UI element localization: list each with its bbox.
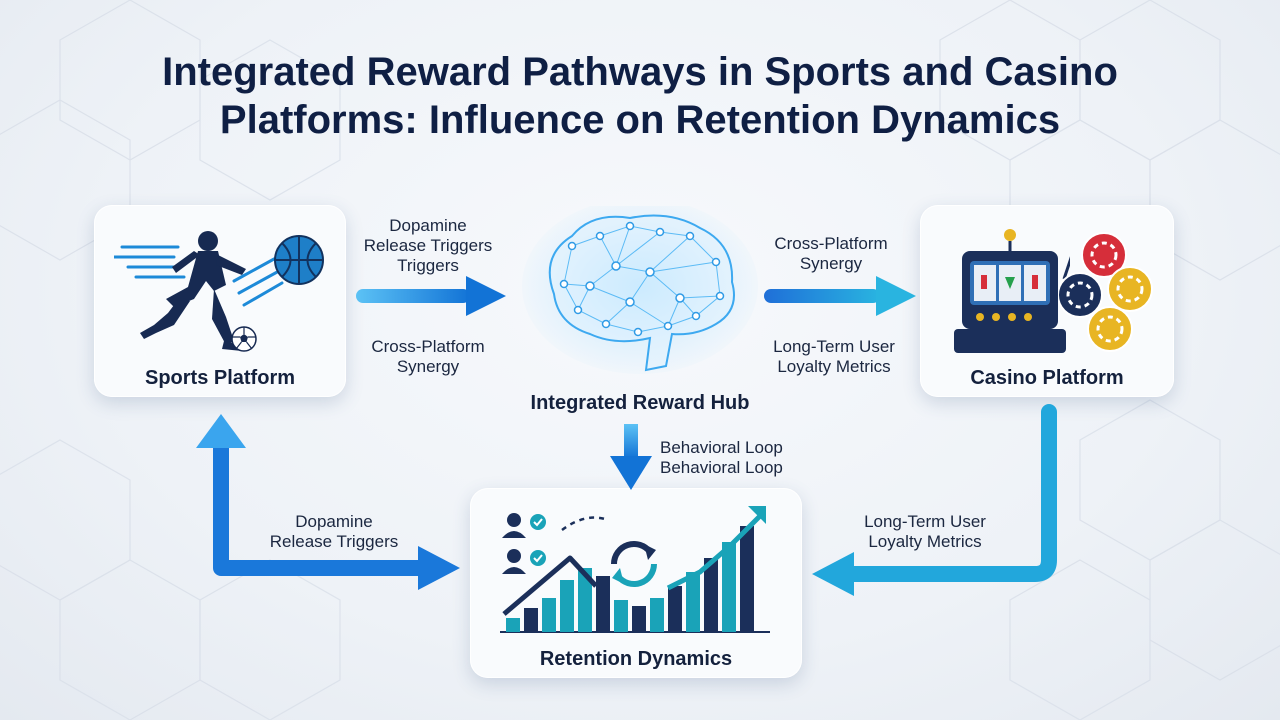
basketball-icon	[274, 235, 324, 285]
edge-label-line: Long-Term User	[864, 512, 986, 531]
title-line-1: Integrated Reward Pathways in Sports and…	[162, 50, 1118, 94]
edge-label-line: Triggers	[397, 256, 459, 275]
edge-label-hub-casino-top: Cross-Platform Synergy	[756, 234, 906, 274]
casino-platform-node: Casino Platform	[920, 205, 1174, 397]
edge-label-line: Behavioral Loop	[660, 458, 783, 477]
edge-label-line: Release Triggers	[269, 532, 399, 551]
retention-dynamics-node: Retention Dynamics	[470, 488, 802, 678]
diagram-title: Integrated Reward Pathways in Sports and…	[40, 48, 1240, 144]
edge-label-sports-hub-top: Dopamine Release Triggers Triggers	[356, 216, 500, 276]
edge-label-line: Cross-Platform	[371, 337, 485, 356]
edge-label-line: Synergy	[799, 254, 863, 273]
casino-chips-icon	[1058, 232, 1153, 352]
edge-label-line: Dopamine	[389, 216, 467, 235]
refresh-cycle-icon	[611, 541, 657, 587]
slot-machine-icon	[954, 229, 1070, 353]
edge-label-line: Cross-Platform	[774, 234, 888, 253]
edge-label-sports-hub-bottom: Cross-Platform Synergy	[356, 337, 500, 377]
edge-label-line: Synergy	[396, 357, 460, 376]
edge-label-casino-retention: Long-Term User Loyalty Metrics	[850, 512, 1000, 552]
integrated-reward-hub-label: Integrated Reward Hub	[530, 392, 750, 414]
soccer-ball-icon	[231, 326, 257, 352]
growth-bar-chart-icon	[500, 506, 770, 633]
edge-label-line: Behavioral Loop	[660, 438, 783, 457]
retention-dynamics-label: Retention Dynamics	[539, 648, 733, 670]
users-check-icon	[502, 513, 546, 574]
edge-label-line: Release Triggers	[363, 236, 493, 255]
edge-label-hub-retention: Behavioral Loop Behavioral Loop	[660, 438, 804, 478]
soccer-player-icon	[114, 231, 284, 351]
brain-network-icon	[522, 206, 758, 374]
sports-platform-label: Sports Platform	[144, 367, 296, 389]
casino-platform-label: Casino Platform	[970, 367, 1124, 389]
title-line-2: Platforms: Influence on Retention Dynami…	[219, 98, 1061, 142]
edge-label-line: Loyalty Metrics	[868, 532, 982, 551]
edge-label-sports-retention: Dopamine Release Triggers	[262, 512, 406, 552]
sports-platform-node: Sports Platform	[94, 205, 346, 397]
edge-label-line: Dopamine	[295, 512, 373, 531]
edge-label-line: Long-Term User	[773, 337, 895, 356]
edge-label-hub-casino-bottom: Long-Term User Loyalty Metrics	[756, 337, 912, 377]
edge-label-line: Loyalty Metrics	[777, 357, 891, 376]
